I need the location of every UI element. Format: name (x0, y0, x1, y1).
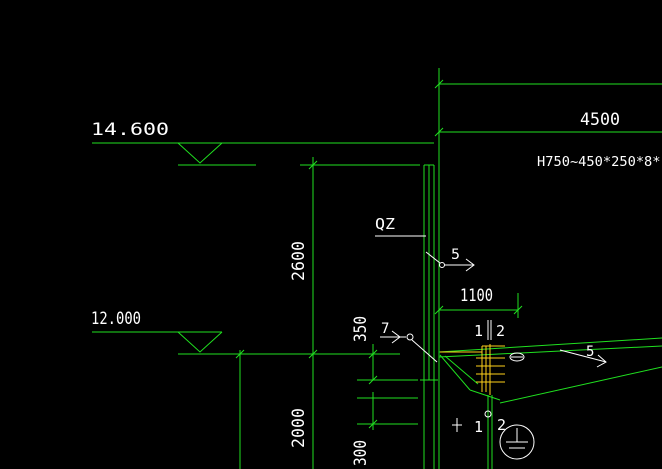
section-mark-left: 1 (474, 322, 483, 340)
elevation-marker-14600: 14.600 (91, 120, 434, 166)
dimension-bracket-width: 1100 (434, 286, 523, 318)
section-mark-top: 1 2 (474, 320, 505, 340)
marker-5-upper: 5 (425, 247, 475, 272)
elevation-marker-12000: 12.000 (91, 309, 400, 355)
marker-7-label: 7 (381, 321, 389, 337)
dimension-height-upper: 2600 (289, 157, 420, 469)
sloped-beam (438, 337, 662, 404)
dimension-top-span: 4500 (434, 68, 662, 469)
dim-1100-label: 1100 (460, 286, 493, 306)
beam-spec-label: H750~450*250*8*10 (537, 155, 662, 170)
marker-5-upper-label: 5 (451, 247, 460, 263)
elevation-label-14600: 14.600 (91, 120, 169, 140)
dimension-350: 350 (351, 316, 378, 380)
dimension-height-lower: 2000 300 (235, 349, 418, 469)
dim-2000-label: 2000 (289, 408, 309, 448)
section-mark-right: 2 (496, 322, 505, 340)
elevation-label-12000: 12.000 (91, 309, 141, 329)
bottom-mark-1: 1 (474, 418, 483, 436)
section-mark-bottom: 1 2 (452, 410, 506, 436)
column-label: QZ (375, 215, 395, 233)
dim-300-label: 300 (351, 440, 371, 466)
dim-350-label: 350 (351, 316, 371, 342)
bracket-connection (440, 344, 505, 469)
marker-5-lower: 5 (509, 344, 607, 368)
marker-5-lower-label: 5 (586, 344, 594, 360)
marker-7: 7 (380, 321, 438, 363)
dim-4500-label: 4500 (580, 110, 620, 130)
ground-symbol-icon (499, 424, 535, 460)
dim-2600-label: 2600 (289, 241, 309, 281)
column-qz: QZ (375, 164, 438, 469)
bottom-mark-2: 2 (497, 416, 506, 434)
